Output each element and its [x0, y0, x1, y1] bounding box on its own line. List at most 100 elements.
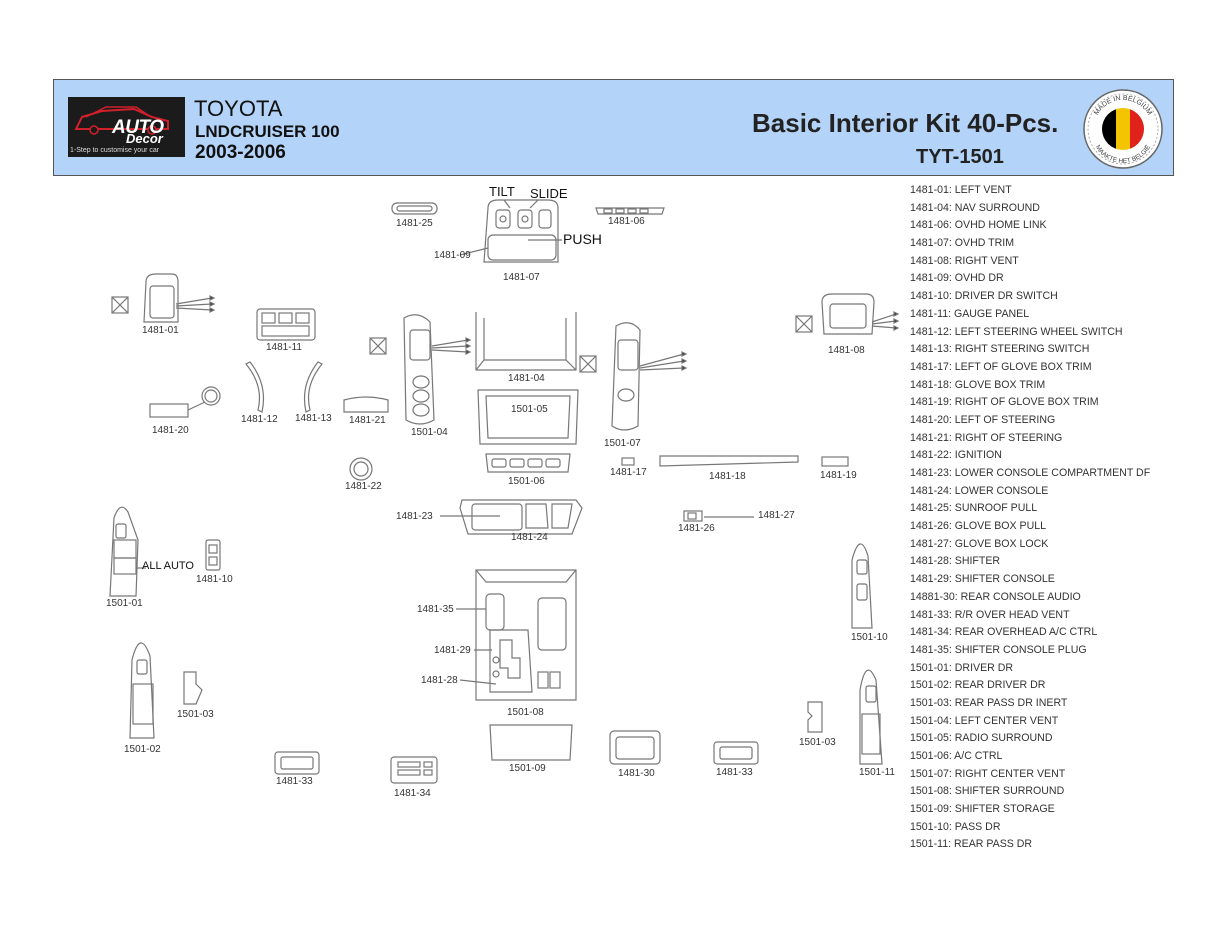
- part-1481-33a: [274, 751, 320, 775]
- logo-brand-bottom: Decor: [126, 131, 163, 146]
- label-1481-01: 1481-01: [142, 325, 179, 336]
- legend-item: 1481-24: LOWER CONSOLE: [910, 484, 1049, 497]
- part-1501-03b: [807, 701, 823, 733]
- parts-legend: 1481-01: LEFT VENT 1481-04: NAV SURROUND…: [910, 182, 1150, 854]
- part-1481-06: [595, 207, 665, 215]
- legend-item: 1481-11: GAUGE PANEL: [910, 307, 1030, 320]
- part-1481-34: [390, 756, 438, 784]
- part-1481-04: [475, 312, 577, 371]
- label-1481-24: 1481-24: [511, 532, 548, 543]
- part-1501-10: [851, 543, 873, 629]
- label-tilt: TILT: [489, 184, 515, 199]
- part-1481-19: [821, 456, 849, 467]
- part-1481-17: [621, 457, 635, 466]
- label-1481-07: 1481-07: [503, 272, 540, 283]
- label-1481-35: 1481-35: [417, 604, 454, 615]
- label-1481-28: 1481-28: [421, 675, 458, 686]
- part-1501-05: [477, 389, 579, 445]
- legend-item: 1481-09: OVHD DR: [910, 272, 1004, 285]
- label-1481-26: 1481-26: [678, 523, 715, 534]
- label-1501-03b: 1501-03: [799, 737, 836, 748]
- part-1501-02: [129, 642, 155, 739]
- label-1481-22: 1481-22: [345, 481, 382, 492]
- legend-item: 1481-06: OVHD HOME LINK: [910, 219, 1047, 232]
- label-1481-33a: 1481-33: [276, 776, 313, 787]
- legend-item: 1501-01: DRIVER DR: [910, 661, 1014, 674]
- part-1481-18: [659, 455, 799, 467]
- logo-brand-top: AUTO: [112, 117, 164, 138]
- part-1481-11: [256, 308, 316, 341]
- part-1501-03a: [183, 671, 203, 705]
- legend-item: 1481-17: LEFT OF GLOVE BOX TRIM: [910, 360, 1092, 373]
- part-1481-10: [205, 539, 221, 571]
- legend-item: 1481-12: LEFT STEERING WHEEL SWITCH: [910, 325, 1123, 338]
- part-1481-30: [609, 730, 661, 765]
- label-1481-09: 1481-09: [434, 250, 471, 261]
- legend-item: 1481-04: NAV SURROUND: [910, 201, 1040, 214]
- part-1481-08: [795, 293, 900, 335]
- legend-item: 1481-23: LOWER CONSOLE COMPARTMENT DF: [910, 467, 1151, 479]
- label-1481-34: 1481-34: [394, 788, 431, 799]
- kit-title: Basic Interior Kit 40-Pcs.: [752, 108, 1059, 138]
- part-1501-04: [369, 314, 472, 425]
- legend-item: 1481-19: RIGHT OF GLOVE BOX TRIM: [910, 396, 1099, 409]
- label-1501-10: 1501-10: [851, 632, 888, 643]
- part-1481-24: [459, 499, 583, 535]
- legend-item: 1481-13: RIGHT STEERING SWITCH: [910, 343, 1090, 356]
- part-1481-12: [245, 361, 265, 413]
- legend-item: 1501-07: RIGHT CENTER VENT: [910, 767, 1066, 780]
- label-all-auto: ALL AUTO: [142, 560, 194, 572]
- legend-item: 1481-29: SHIFTER CONSOLE: [910, 573, 1055, 586]
- legend-item: 1501-08: SHIFTER SURROUND: [910, 785, 1065, 798]
- part-1481-21: [343, 396, 389, 413]
- label-1481-29: 1481-29: [434, 645, 471, 656]
- legend-item: 1481-25: SUNROOF PULL: [910, 502, 1038, 515]
- logo-tagline: 1-Step to customise your car: [70, 147, 160, 154]
- legend-item: 1481-27: GLOVE BOX LOCK: [910, 537, 1049, 550]
- legend-item: 1501-02: REAR DRIVER DR: [910, 679, 1046, 692]
- vehicle-years: 2003-2006: [195, 142, 286, 163]
- legend-item: 1501-03: REAR PASS DR INERT: [910, 696, 1068, 709]
- label-1481-04: 1481-04: [508, 373, 545, 384]
- label-1481-33b: 1481-33: [716, 767, 753, 778]
- label-1501-06: 1501-06: [508, 476, 545, 487]
- legend-item: 14881-30: REAR CONSOLE AUDIO: [910, 590, 1081, 603]
- label-1501-08: 1501-08: [507, 707, 544, 718]
- part-1501-06: [485, 453, 571, 473]
- part-1481-22: [349, 457, 373, 481]
- car-silhouette-icon: [74, 106, 169, 135]
- label-1501-02: 1501-02: [124, 744, 161, 755]
- part-1481-01: [111, 273, 216, 323]
- legend-item: 1481-26: GLOVE BOX PULL: [910, 520, 1047, 533]
- label-1481-18: 1481-18: [709, 471, 746, 482]
- label-1501-07: 1501-07: [604, 438, 641, 449]
- legend-item: 1501-09: SHIFTER STORAGE: [910, 803, 1055, 816]
- legend-item: 1481-01: LEFT VENT: [910, 184, 1012, 196]
- label-1481-10: 1481-10: [196, 574, 233, 585]
- label-1501-09: 1501-09: [509, 763, 546, 774]
- part-1501-09: [489, 724, 573, 761]
- legend-item: 1481-18: GLOVE BOX TRIM: [910, 378, 1046, 391]
- part-1501-01: [109, 506, 146, 597]
- legend-item: 1481-20: LEFT OF STEERING: [910, 413, 1056, 426]
- kit-code: TYT-1501: [916, 146, 1004, 168]
- made-in-belgium-badge: MADE IN BELGIUM MAAKTE HET BELGIË: [1083, 89, 1163, 169]
- legend-item: 1501-10: PASS DR: [910, 820, 1001, 833]
- label-1481-06: 1481-06: [608, 216, 645, 227]
- autodecor-logo: AUTO Decor 1-Step to customise your car: [68, 97, 185, 157]
- legend-item: 1481-34: REAR OVERHEAD A/C CTRL: [910, 626, 1098, 639]
- label-push: PUSH: [563, 231, 602, 247]
- label-1481-08: 1481-08: [828, 345, 865, 356]
- legend-item: 1481-28: SHIFTER: [910, 555, 1001, 568]
- label-1481-17: 1481-17: [610, 467, 647, 478]
- part-1501-08: [475, 569, 577, 701]
- header-banner: AUTO Decor 1-Step to customise your car …: [53, 79, 1174, 176]
- legend-item: 1481-35: SHIFTER CONSOLE PLUG: [910, 643, 1087, 656]
- label-1501-11: 1501-11: [859, 767, 895, 778]
- label-1481-12: 1481-12: [241, 414, 278, 425]
- label-slide: SLIDE: [530, 186, 568, 201]
- legend-item: 1481-21: RIGHT OF STEERING: [910, 431, 1063, 444]
- label-1481-27: 1481-27: [758, 510, 795, 521]
- legend-item: 1481-22: IGNITION: [910, 449, 1002, 462]
